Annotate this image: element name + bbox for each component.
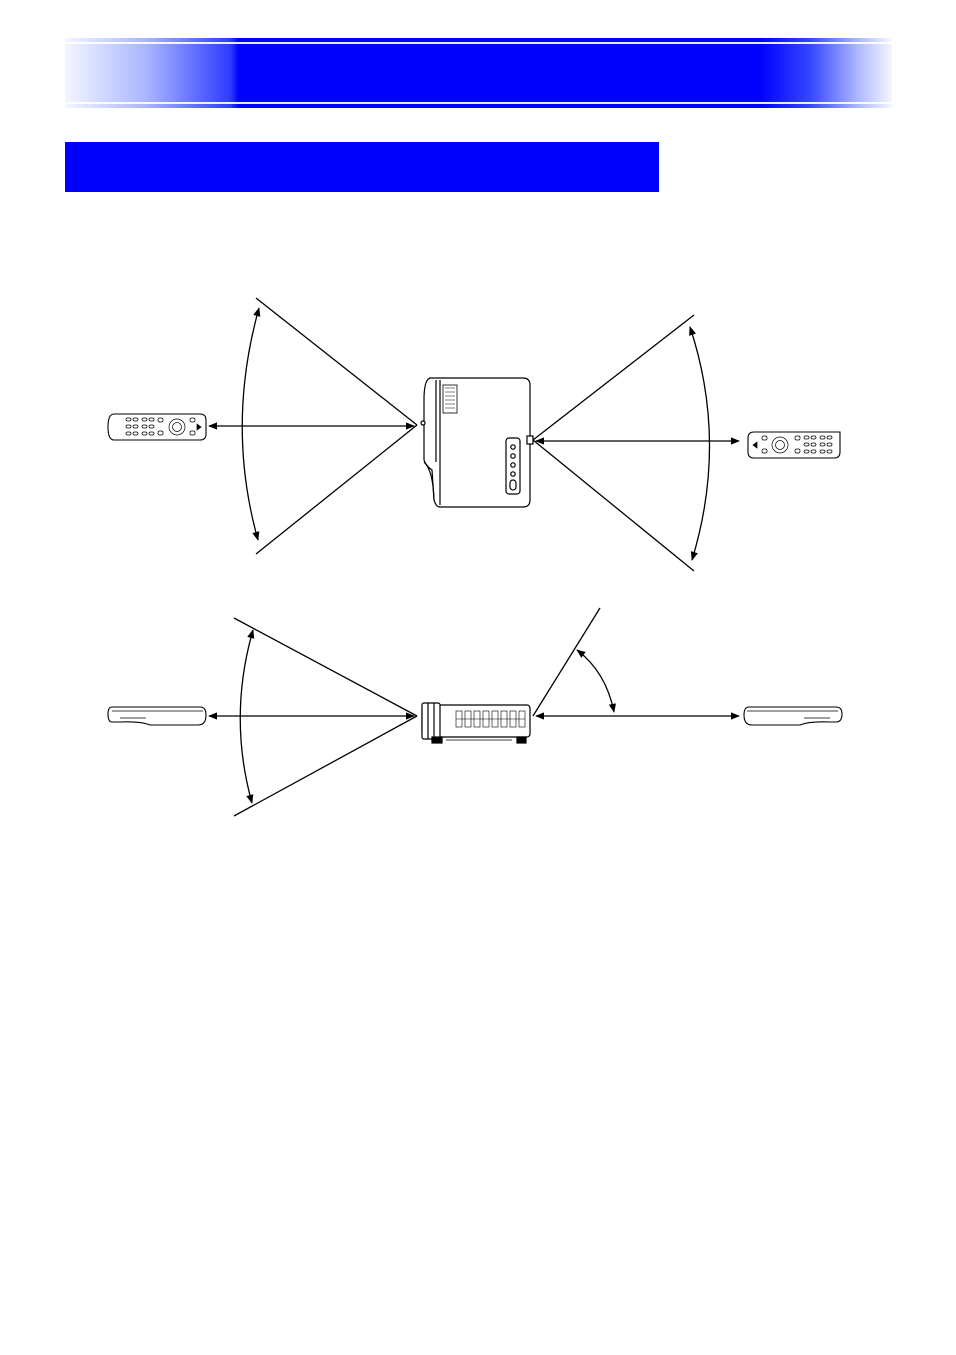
left-reception-angle: [208, 297, 418, 555]
right-range-angle-arc: [689, 326, 711, 561]
title-banner: [65, 38, 892, 108]
left-range-lower-line: [255, 424, 418, 555]
projector-side-icon: [421, 702, 531, 744]
left-vertical-angle: [208, 617, 418, 817]
right-vertical-upper-line: [532, 607, 601, 717]
side-view-diagram: [107, 607, 843, 817]
left-range-angle-arc: [241, 307, 261, 541]
left-vertical-lower-line: [233, 715, 418, 817]
projector-top-icon: [420, 377, 534, 508]
left-remote-side-icon: [107, 706, 207, 726]
right-reception-angle: [532, 314, 740, 572]
left-range-upper-line: [255, 297, 418, 426]
right-remote-icon: [747, 431, 841, 459]
right-range-upper-line: [532, 314, 695, 441]
right-vertical-angle-arc: [576, 649, 616, 713]
left-remote-icon: [107, 413, 207, 441]
right-vertical-angle: [532, 607, 740, 720]
section-heading-bar: [65, 142, 659, 192]
top-view-diagram: [107, 297, 841, 572]
right-remote-side-icon: [743, 706, 843, 726]
right-range-lower-line: [532, 439, 695, 572]
banner-highlight-line-top: [65, 42, 892, 44]
banner-highlight-line-bottom: [65, 102, 892, 104]
left-vertical-upper-line: [233, 617, 418, 717]
